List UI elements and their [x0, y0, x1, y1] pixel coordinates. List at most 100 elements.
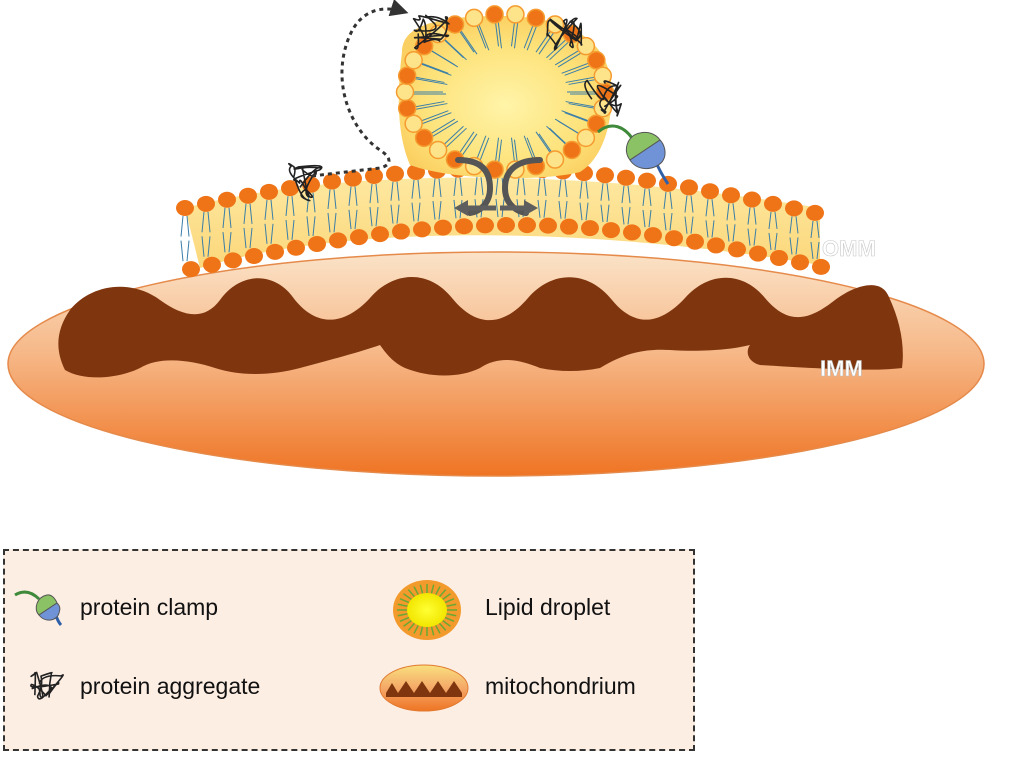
phospholipid-head [350, 229, 368, 246]
legend-label-lipid-droplet: Lipid droplet [485, 594, 611, 620]
phospholipid-head [722, 187, 740, 204]
droplet-tail [413, 624, 419, 634]
droplet-tail [442, 619, 451, 627]
lipid-tail [663, 191, 667, 210]
lipid-tail [291, 196, 295, 217]
phospholipid-head [260, 183, 278, 200]
lipid-tail [648, 209, 652, 228]
lipid-tail [564, 179, 568, 198]
phospholipid-head [386, 165, 404, 182]
lipid-tail [327, 212, 331, 233]
lipid-tail [579, 181, 583, 199]
lipid-tail [579, 202, 583, 221]
phospholipid-head [596, 167, 614, 184]
droplet-tail [446, 613, 457, 617]
lipid-tail [753, 228, 757, 246]
mitochondrium-icon [379, 664, 469, 712]
phospholipid-head [176, 200, 194, 216]
lipid-tail [537, 178, 541, 196]
protein-aggregate-icon [30, 671, 64, 700]
lipid-tail [390, 204, 394, 224]
legend-label-protein-aggregate: protein aggregate [80, 673, 261, 699]
protein-clamp [597, 124, 670, 185]
lipid-tail [564, 201, 568, 219]
droplet-tail [435, 624, 441, 634]
lipid-tail [774, 232, 778, 250]
phospholipid-head [770, 249, 788, 266]
protein-aggregates [288, 14, 623, 202]
phospholipid-head [344, 170, 362, 187]
lipid-tail [285, 219, 289, 240]
phospholipid-head [686, 233, 704, 250]
droplet-tail [444, 616, 455, 622]
lipid-tail [228, 231, 232, 253]
lipid-tail [375, 183, 379, 204]
lipid-tail [753, 207, 757, 225]
lipid-tail [669, 191, 673, 210]
lipid-tail [201, 211, 205, 233]
lipid-tail [789, 237, 793, 255]
lipid-tail [585, 181, 589, 199]
phospholipid-head [365, 167, 383, 184]
phospholipid-head [397, 66, 417, 86]
lipid-tail [369, 183, 373, 204]
lipid-tail [459, 177, 463, 196]
lipid-tail [726, 203, 730, 221]
lipid-tail [732, 224, 736, 242]
lipid-tail [432, 178, 436, 198]
protein-clamp-icon [14, 590, 63, 627]
phospholipid-head [680, 179, 698, 196]
phospholipid-head [576, 36, 596, 56]
phospholipid-head [581, 220, 599, 237]
omm-label: OMM [822, 236, 876, 261]
protein-aggregate [584, 79, 623, 117]
phospholipid-head [281, 180, 299, 197]
lipid-droplet-icon [393, 580, 461, 640]
phospholipid-head [497, 217, 515, 234]
lipid-tail [558, 179, 562, 198]
outer-membrane-tails [180, 176, 820, 262]
lipid-tail [410, 77, 448, 85]
lipid-tail [348, 209, 352, 230]
phospholipid-head [665, 230, 683, 247]
lipid-tail [537, 199, 541, 218]
lipid-tail [348, 186, 352, 206]
droplet-tail [446, 603, 457, 607]
lipid-tail [375, 207, 379, 227]
phospholipid-head [197, 195, 215, 212]
lipid-tail [558, 201, 562, 219]
phospholipid-head [239, 187, 257, 204]
lipid-tail [669, 213, 673, 231]
lipid-tail [291, 219, 295, 240]
lipid-tail [432, 201, 436, 220]
droplet-core [407, 593, 447, 627]
droplet-tail [399, 598, 410, 604]
lipid-tail [642, 209, 646, 228]
lipid-tail [621, 185, 625, 204]
phospholipid-head [434, 219, 452, 236]
phospholipid-head [413, 221, 431, 238]
lipid-tail [711, 199, 715, 217]
lipid-tail [810, 241, 814, 259]
lipid-tail [732, 203, 736, 221]
phospholipid-head [562, 140, 582, 160]
lipid-transfer-channel [454, 157, 543, 216]
lipid-tail [438, 201, 442, 220]
phospholipid-head [329, 232, 347, 249]
lipid-tail [684, 195, 688, 213]
legend-box: protein clamp protein aggregate Lipid dr… [3, 549, 695, 751]
lipid-tail [396, 204, 400, 224]
droplet-tail [399, 616, 410, 622]
lipid-tail [249, 227, 253, 249]
lipid-tail [522, 177, 526, 196]
phospholipid-head [464, 8, 484, 28]
phospholipid-head [791, 254, 809, 271]
lipid-tail [312, 216, 316, 237]
lipid-tail [627, 207, 631, 225]
phospholipid-head [455, 218, 473, 235]
lipid-tail [543, 199, 547, 218]
droplet-tail [413, 586, 419, 596]
droplet-tail [419, 626, 424, 636]
phospholipid-head [428, 140, 448, 160]
lipid-tail [426, 47, 459, 68]
